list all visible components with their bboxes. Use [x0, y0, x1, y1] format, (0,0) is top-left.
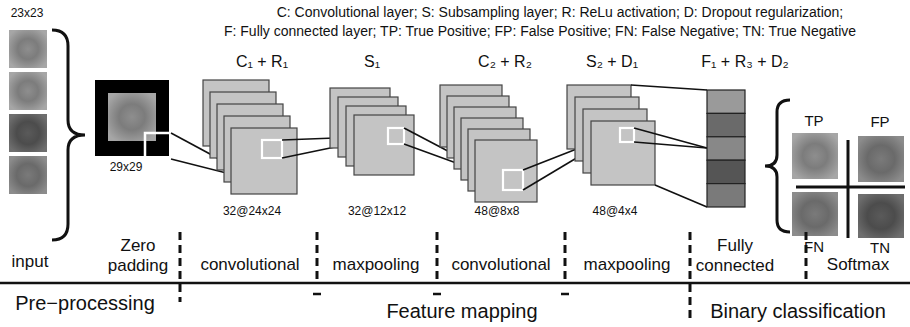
neuron-cell: [707, 160, 745, 183]
projection-line: [631, 85, 707, 90]
cross-line: [796, 186, 905, 189]
fully-connected-bar: [707, 90, 745, 207]
tick-mark: [561, 293, 569, 296]
stage-label: Zero padding: [98, 236, 178, 275]
stage-label: maxpooling: [584, 255, 671, 275]
neuron-cell: [707, 90, 745, 113]
neuron-cell: [707, 113, 745, 136]
stage-label: Softmax: [827, 255, 889, 275]
tick-mark: [313, 293, 321, 296]
dimension-label: 48@8x8: [475, 205, 520, 219]
projection-line: [655, 185, 707, 207]
layer-label: F₁ + R₃ + D₂: [701, 53, 788, 71]
input-label: input: [12, 252, 49, 272]
dashed-separator: [179, 232, 182, 302]
curly-brace: [765, 100, 790, 232]
stage-label: maxpooling: [333, 255, 420, 275]
class-label: FP: [870, 113, 889, 130]
image-patch: [858, 194, 904, 238]
axis-line: [0, 282, 910, 285]
layer-label: C₂ + R₂: [478, 53, 532, 71]
size-label: 29x29: [110, 161, 143, 175]
tick-mark: [433, 293, 441, 296]
neuron-cell: [707, 184, 745, 207]
feature-map-stack: [440, 85, 537, 202]
image-patch: [792, 133, 838, 179]
neuron-cell: [707, 137, 745, 160]
layer-label: S₁: [364, 53, 380, 71]
kernel-window: [262, 140, 282, 158]
dashed-separator: [564, 232, 567, 280]
size-label: 23x23: [11, 7, 44, 21]
image-patch: [9, 114, 47, 152]
tick-marks: [313, 293, 569, 296]
layer-label: S₂ + D₁: [586, 53, 638, 71]
legend-note: F: Fully connected layer; TP: True Posit…: [224, 23, 856, 39]
class-label: TN: [870, 239, 890, 256]
feature-map: [475, 140, 537, 202]
projection-line: [634, 128, 707, 148]
dimension-label: 32@12x12: [348, 205, 406, 219]
feature-map-stack: [203, 80, 297, 194]
dimension-label: 48@4x4: [593, 205, 638, 219]
image-patch: [792, 192, 838, 236]
input-patches: [9, 30, 47, 194]
image-patch: [9, 30, 47, 68]
kernel-window: [503, 170, 523, 190]
dashed-separator: [316, 232, 319, 280]
phase-label: Pre−processing: [15, 292, 155, 315]
kernel-window: [145, 133, 171, 159]
image-patch: [858, 136, 904, 182]
class-label: FN: [804, 238, 824, 255]
dashed-separator: [689, 232, 692, 322]
class-label: TP: [804, 112, 823, 129]
feature-map-stack: [330, 88, 414, 175]
feature-map-stack: [567, 85, 655, 185]
layer-label: C₁ + R₁: [236, 53, 288, 71]
phase-label: Binary classification: [710, 300, 886, 323]
feature-map: [231, 128, 297, 194]
stage-label: convolutional: [451, 255, 550, 275]
stage-label: Fully connected: [692, 236, 778, 275]
stage-label: convolutional: [200, 255, 299, 275]
dashed-separator: [436, 232, 439, 280]
image-patch: [9, 156, 47, 194]
dimension-label: 32@24x24: [223, 205, 281, 219]
cross-line: [847, 140, 850, 238]
kernel-window: [620, 128, 634, 142]
kernel-window: [388, 128, 404, 144]
phase-label: Feature mapping: [386, 300, 537, 323]
padding-frame: [95, 80, 169, 156]
projection-line: [634, 142, 707, 148]
legend-note: C: Convolutional layer; S: Subsampling l…: [277, 4, 844, 20]
image-patch: [9, 72, 47, 110]
curly-brace: [52, 30, 85, 240]
